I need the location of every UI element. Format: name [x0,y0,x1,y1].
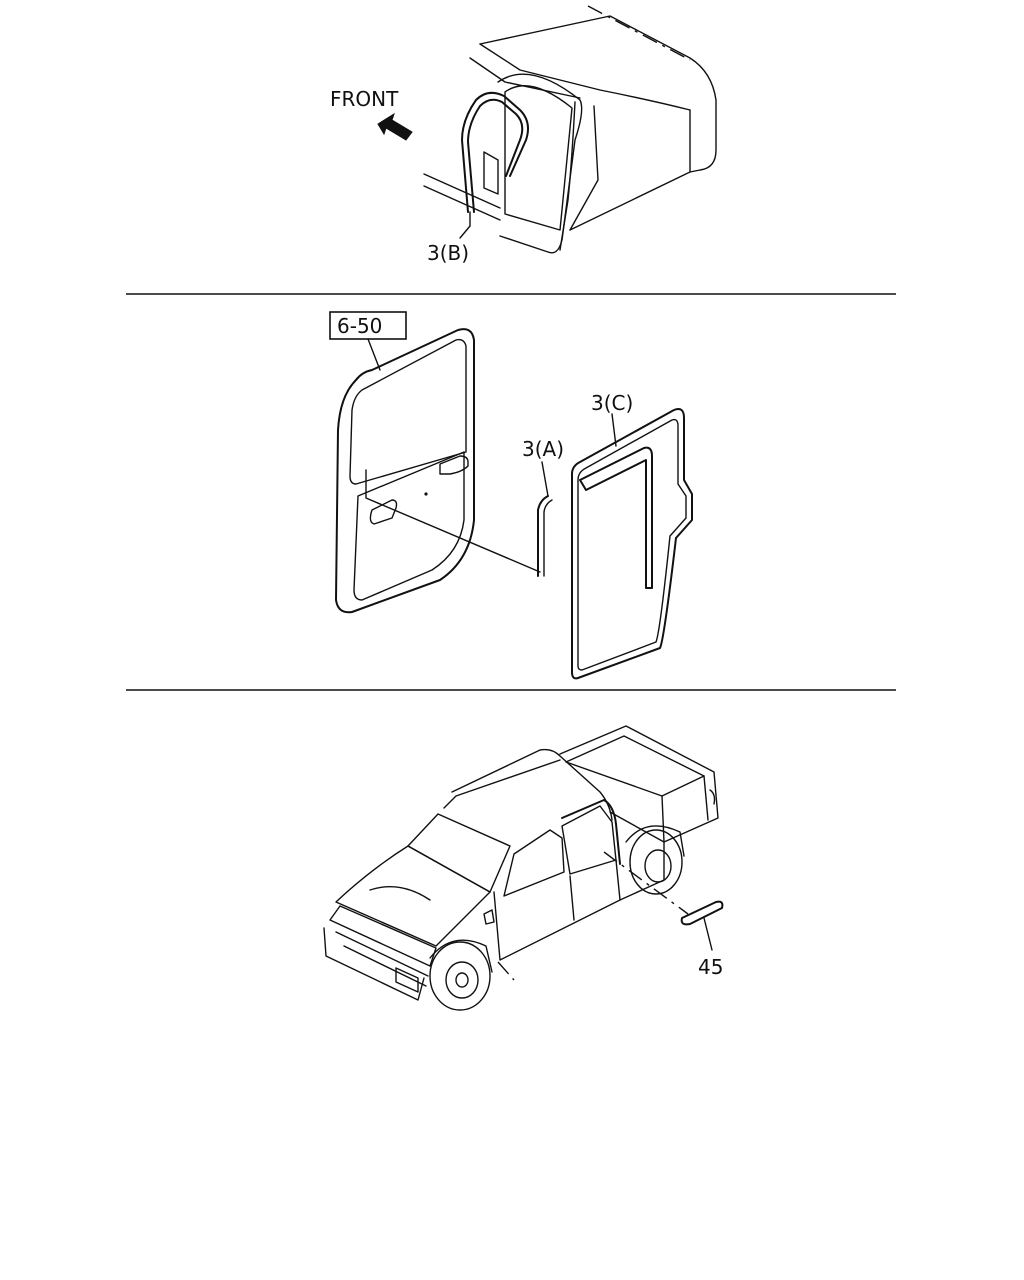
part-label-3b: 3(B) [427,241,469,265]
front-label: FRONT [330,87,399,111]
truck-bed [559,725,719,843]
leader-45 [703,917,713,951]
front-wheel [429,941,491,1011]
arrow-up-left-icon [377,112,413,141]
rear-side-window [561,805,617,875]
side-mirror [483,909,495,925]
grille [329,905,437,967]
door-handle [439,455,469,475]
door-opening-frame [497,73,583,254]
panel-cab-rear [423,5,717,254]
guide-line-door-3a [365,469,541,573]
door-lock [369,499,398,525]
rear-door-weatherstrip [561,799,621,865]
leader-3a [541,461,549,497]
rear-wheel [629,829,683,895]
weatherstrip-3b [461,91,529,213]
cab-roof-outline [479,15,717,173]
weatherstrip-3c [571,408,693,680]
panel-door [329,311,693,680]
windshield [407,813,511,893]
weatherstrip-3a [537,495,549,577]
part-45-trim [680,900,724,926]
glass-run-channel [579,446,653,589]
leader-6-50 [367,338,381,371]
leader-3c [611,413,617,447]
panel-truck [323,725,724,1011]
rear-door [335,328,475,614]
cab-roof-dashline [587,5,691,61]
front-bumper [323,927,425,1001]
front-side-window [503,829,565,897]
leader-3b [459,211,471,239]
truck-cab [451,748,613,821]
reference-label-6-50: 6-50 [337,314,382,338]
hood [335,845,491,947]
part-label-3c: 3(C) [591,391,633,415]
part-label-3a: 3(A) [522,437,564,461]
part-label-45: 45 [698,955,723,979]
